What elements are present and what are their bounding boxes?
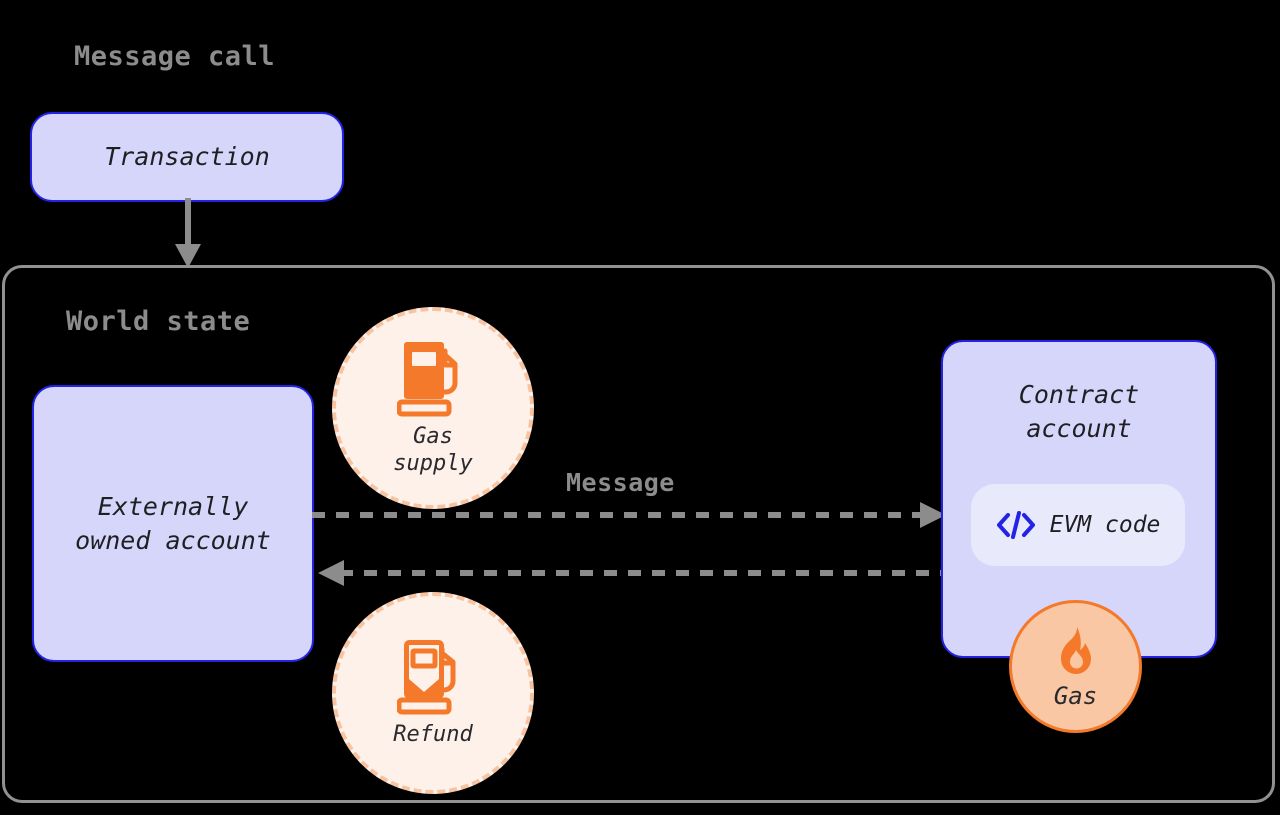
world-state-container — [2, 265, 1275, 803]
gas-badge-label: Gas — [1053, 681, 1098, 710]
evm-code-pill[interactable]: EVM code — [971, 484, 1185, 566]
fuel-pump-full-icon — [397, 341, 458, 416]
message-out-arrow — [312, 502, 946, 528]
gas-supply-label: Gas supply — [393, 423, 473, 477]
gas-supply-badge[interactable]: Gas supply — [332, 307, 534, 509]
gas-flame-badge[interactable]: Gas — [1009, 600, 1142, 733]
transaction-node[interactable]: Transaction — [30, 112, 344, 202]
contract-account-label: Contract account — [1018, 380, 1140, 443]
message-back-arrow — [318, 560, 952, 586]
code-brackets-icon — [996, 511, 1035, 539]
externally-owned-account-label: Externally owned account — [75, 491, 271, 555]
transaction-to-world-state-arrow — [175, 198, 201, 268]
flame-icon — [1060, 626, 1091, 674]
transaction-label: Transaction — [104, 142, 270, 172]
message-call-title: Message call — [74, 41, 276, 72]
refund-badge[interactable]: Refund — [332, 592, 534, 794]
externally-owned-account-node[interactable]: Externally owned account — [32, 385, 314, 662]
world-state-title: World state — [66, 306, 251, 337]
refund-label: Refund — [393, 722, 473, 748]
message-arrow-label: Message — [566, 468, 675, 497]
fuel-pump-partial-icon — [397, 640, 456, 715]
evm-code-label: EVM code — [1049, 512, 1161, 538]
